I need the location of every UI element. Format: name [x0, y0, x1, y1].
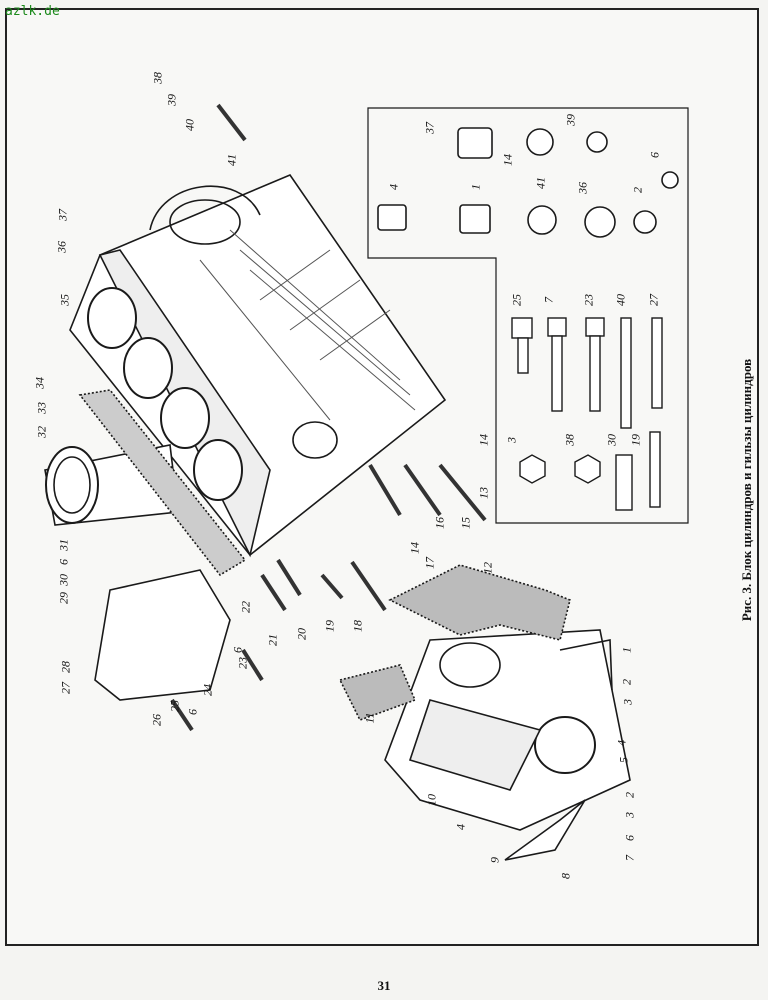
part-callout: 31 — [56, 539, 71, 551]
part-callout: 6 — [56, 559, 71, 565]
part-callout: 38 — [150, 72, 165, 84]
part-callout: 18 — [350, 620, 365, 632]
part-callout: 9 — [487, 857, 502, 863]
part-callout: 1 — [619, 647, 634, 653]
rear-cover — [94, 569, 231, 701]
side-gasket — [338, 664, 417, 721]
part-callout: 4 — [614, 740, 629, 746]
figure-caption: Рис. 3. Блок цилиндров и гильзы цилиндро… — [739, 358, 754, 622]
part-callout: 21 — [265, 634, 280, 646]
inset-part-callout: 37 — [422, 122, 437, 134]
part-callout: 23 — [235, 657, 250, 669]
inset-part-callout: 30 — [604, 434, 619, 446]
head-gasket — [78, 389, 247, 577]
part-callout: 3 — [622, 812, 637, 818]
part-callout: 14 — [476, 434, 491, 446]
part-callout: 39 — [164, 94, 179, 106]
part-callout: 17 — [422, 557, 437, 569]
part-callout: 4 — [453, 824, 468, 830]
part-callout: 6 — [622, 835, 637, 841]
part-callout: 34 — [32, 377, 47, 389]
part-callout: 20 — [294, 628, 309, 640]
inset-part-callout: 3 — [504, 437, 519, 443]
part-callout: 7 — [622, 855, 637, 861]
part-callout: 24 — [200, 684, 215, 696]
part-callout: 26 — [149, 714, 164, 726]
front-cover-gasket — [388, 564, 571, 641]
page-number: 31 — [377, 978, 391, 993]
inset-parts — [377, 127, 679, 511]
part-callout: 2 — [619, 679, 634, 685]
part-callout: 30 — [56, 574, 71, 586]
inset-part-callout: 41 — [533, 177, 548, 189]
part-callout: 3 — [620, 699, 635, 705]
inset-part-callout: 19 — [628, 434, 643, 446]
part-callout: 16 — [432, 517, 447, 529]
part-callout: 10 — [424, 794, 439, 806]
part-callout: 27 — [58, 682, 73, 694]
part-callout: 6 — [230, 647, 245, 653]
part-callout: 29 — [56, 592, 71, 604]
inset-part-callout: 14 — [500, 154, 515, 166]
inset-part-callout: 2 — [630, 187, 645, 193]
part-callout: 6 — [185, 709, 200, 715]
part-callout: 37 — [55, 209, 70, 221]
fasteners-inset-box — [367, 107, 689, 524]
inset-part-callout: 7 — [541, 297, 556, 303]
part-callout: 35 — [57, 294, 72, 306]
part-callout: 41 — [224, 154, 239, 166]
part-callout: 19 — [322, 620, 337, 632]
part-callout: 15 — [458, 517, 473, 529]
inset-part-callout: 6 — [647, 152, 662, 158]
part-callout: 8 — [558, 873, 573, 879]
part-callout: 28 — [58, 661, 73, 673]
part-callout: 2 — [622, 792, 637, 798]
part-callout: 14 — [407, 542, 422, 554]
part-callout: 12 — [480, 562, 495, 574]
front-cover — [384, 629, 631, 831]
watermark: azlk.de — [5, 4, 60, 19]
part-callout: 25 — [167, 700, 182, 712]
inset-part-callout: 39 — [563, 114, 578, 126]
part-callout: 40 — [182, 119, 197, 131]
part-callout: 32 — [34, 426, 49, 438]
inset-part-callout: 27 — [646, 294, 661, 306]
inset-part-callout: 23 — [581, 294, 596, 306]
inset-part-callout: 38 — [562, 434, 577, 446]
inset-part-callout: 36 — [575, 182, 590, 194]
part-callout: 11 — [362, 712, 377, 724]
part-callout: 5 — [616, 757, 631, 763]
part-callout: 33 — [34, 402, 49, 414]
inset-part-callout: 25 — [509, 294, 524, 306]
part-callout: 13 — [476, 487, 491, 499]
inset-part-callout: 1 — [468, 184, 483, 190]
studs — [170, 103, 487, 732]
inset-part-callout: 40 — [613, 294, 628, 306]
part-callout: 36 — [54, 241, 69, 253]
inset-part-callout: 4 — [386, 184, 401, 190]
timing-pointer — [504, 799, 586, 861]
cylinder-block — [69, 174, 447, 558]
part-callout: 22 — [238, 601, 253, 613]
